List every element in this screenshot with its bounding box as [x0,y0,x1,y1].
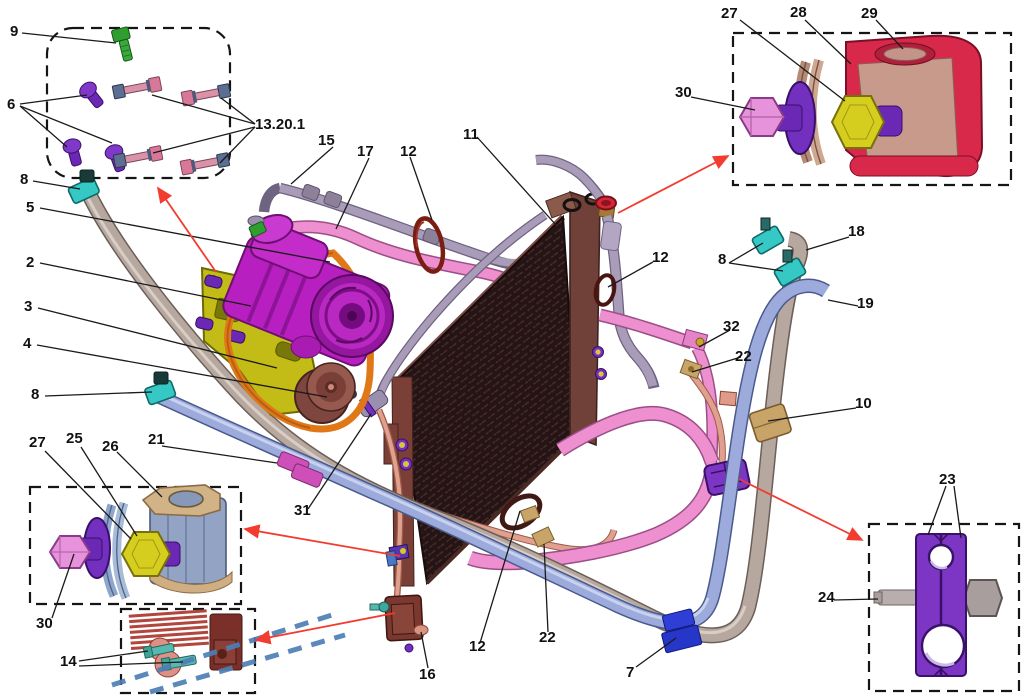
compressor-port-green [248,221,267,238]
condenser-bottom-bracket [369,594,429,653]
condenser-right-tank [569,190,601,447]
leader-line [51,553,75,619]
hose-band-10 [748,403,792,443]
o-ring-12 [412,216,446,274]
leader-line [19,94,88,105]
leader-line [219,126,256,164]
pink-bolt [111,76,163,100]
o-ring [499,493,543,531]
foot-bolt [142,643,175,659]
leader-line [875,19,904,50]
leader-line [19,105,68,148]
mount-assembly-top-right [738,34,984,178]
hose-bracket [531,526,555,548]
leader-line [80,446,138,537]
hose-clamp-blue-7 [661,608,703,654]
leader-line [691,356,742,373]
pipe-clamp-detail-box [867,522,1021,693]
frame-guide-line [111,612,333,688]
mount-nut-yellow [120,531,172,577]
bracket-pin [204,274,223,289]
leader-line [152,126,256,154]
leader-line [827,299,859,307]
detail-pointer-arrow [738,478,864,541]
leader-line [78,661,184,667]
leader-line [833,598,879,601]
leader-line [690,96,756,111]
leader-line [767,407,857,422]
leader-line [543,543,549,633]
detail-boxes [28,26,1021,695]
hose-clamp-cyan [67,177,100,204]
leader-line [953,485,962,539]
purple-plug [62,138,82,167]
fastener-set [62,26,232,176]
mount-top-right-detail-box [731,31,1013,187]
leader-line [161,445,278,464]
leader-line [927,485,947,536]
condenser [383,190,607,587]
pink-bolt [112,145,164,169]
discharge-hose-pink [263,220,519,290]
o-ring [593,273,617,307]
leader-line [39,207,331,263]
frame-guide-line [149,632,346,695]
leader-line [476,136,557,226]
mount-assembly-bottom-left [48,484,233,600]
leader-line [698,329,731,348]
leader-line [479,510,521,644]
leader-line [39,262,252,307]
leader-line [44,391,153,397]
fastener-detail-box [45,26,232,180]
hose-clamp-cyan [773,257,807,287]
leader-line [728,242,764,264]
condenser-foot-detail [128,609,243,678]
leader-line [805,236,850,251]
leader-line [290,146,334,185]
pink-bolt [180,83,232,107]
leader-line [728,262,784,272]
leader-line [335,157,370,230]
mount-bottom-left-detail-box [28,485,243,606]
detail-pointer-arrow [617,155,730,214]
leader-line [307,413,372,510]
detail-pointer-arrow [243,524,401,557]
annotation-layer [19,19,962,695]
green-bolt [111,26,133,62]
detail-pointer-arrow [156,186,217,273]
leader-line [607,261,654,288]
leader-line [420,631,429,669]
leader-line [78,650,149,662]
liquid-hoses-pink [430,308,751,571]
leader-line [635,637,677,668]
leader-line [220,97,256,125]
leader-line [151,94,256,125]
bracket-pin [195,316,214,331]
leader-line [44,450,132,540]
hose-sleeve-pink [290,463,324,488]
hose-fittings [67,169,807,654]
pipe-clamp-assembly [873,533,1004,677]
detail-pointer-arrow [254,612,396,645]
leader-line [739,19,846,102]
mount-nut-yellow [830,95,886,149]
leader-line [36,344,328,398]
leader-line [116,451,163,498]
leader-line [19,105,113,144]
leader-line [804,19,852,65]
leader-line [32,180,81,190]
leader-line [21,32,117,44]
leader-line [37,307,278,369]
leader-line [409,156,433,221]
